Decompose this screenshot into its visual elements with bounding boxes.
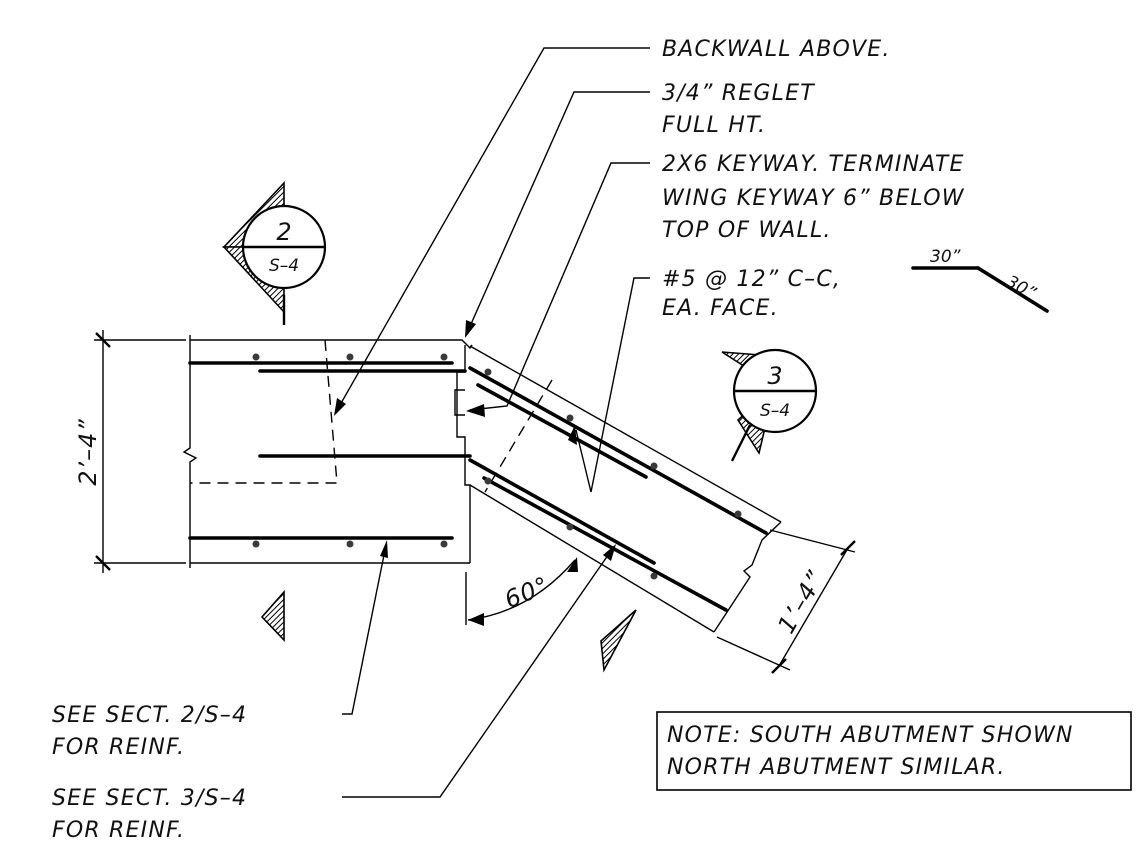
leaders [334, 47, 650, 798]
wall-top-face [190, 339, 473, 350]
dimension-wall-thickness-label: 2’–4” [74, 418, 102, 486]
callout-texts: BACKWALL ABOVE. 3/4” REGLET FULL HT. 2X6… [52, 37, 965, 843]
bend-label-1: 30” [930, 247, 961, 267]
section-3-cut-arrow [600, 609, 637, 673]
leader-keyway [469, 162, 650, 411]
section-marker-2-number: 2 [276, 218, 291, 246]
callout-reglet-line1: 3/4” REGLET [662, 81, 815, 106]
rebar-dot [440, 353, 448, 361]
angle-label: 60° [501, 571, 554, 614]
callout-reglet-line2: FULL HT. [662, 113, 766, 138]
callout-rebar-line1: #5 @ 12” C–C, [662, 267, 841, 292]
rebar-dot [346, 540, 354, 548]
callout-sect2-line2: FOR REINF. [52, 735, 185, 760]
callout-keyway-line2: WING KEYWAY 6” BELOW [662, 186, 965, 211]
note-line-1: NOTE: SOUTH ABUTMENT SHOWN [667, 723, 1074, 748]
section-marker-2: 2 S–4 [222, 180, 327, 642]
rebar-dot [440, 540, 448, 548]
wing-break-line [713, 521, 782, 633]
callout-sect3-line2: FOR REINF. [52, 818, 185, 843]
rebar-dot [484, 368, 492, 376]
dimension-wing-thickness: 1’–4” [716, 529, 856, 674]
rebar-wing-bot-2 [482, 476, 728, 612]
rebar-dot [252, 353, 260, 361]
leader-reglet [466, 91, 650, 334]
wing-face-lower [469, 484, 715, 633]
leader-sect3 [342, 547, 614, 798]
callout-keyway-line3: TOP OF WALL. [662, 218, 832, 243]
wall-end-face [456, 345, 471, 563]
rebar-dot [346, 353, 354, 361]
dimension-angle: 60° [465, 557, 578, 626]
rebar-dot [566, 414, 574, 422]
leader-sect2 [342, 544, 387, 715]
rebar-wing-bot-1 [468, 458, 656, 565]
bend-label-2: 30” [1003, 272, 1039, 304]
callout-sect2-line1: SEE SECT. 2/S–4 [52, 703, 247, 728]
section-2-cut-arrow [260, 589, 285, 642]
rebar-dot [566, 523, 574, 531]
wing-wall [469, 345, 782, 633]
note-box: NOTE: SOUTH ABUTMENT SHOWN NORTH ABUTMEN… [656, 711, 1132, 791]
callout-backwall: BACKWALL ABOVE. [662, 37, 891, 62]
dimension-wing-thickness-label: 1’–4” [772, 566, 830, 639]
rebar-dot [734, 510, 742, 518]
rebar-wing-top-2 [476, 383, 648, 479]
leader-backwall [335, 47, 650, 413]
rebar-bend-detail: 30” 30” [911, 247, 1049, 313]
keyway-notch [454, 389, 465, 416]
wing-top-face [469, 345, 782, 523]
section-marker-2-sheet: S–4 [269, 256, 299, 276]
backwall-dashed-outline [190, 339, 338, 484]
rebar-dot [650, 572, 658, 580]
leader-rebar [575, 277, 650, 493]
rebar-dot [650, 462, 658, 470]
reinforcement [188, 353, 768, 612]
wall-break-line [182, 335, 198, 568]
section-marker-3-sheet: S–4 [760, 401, 790, 421]
rebar-dots [252, 353, 742, 580]
rebar-dot [484, 477, 492, 485]
rebar-wing-top-1 [468, 366, 768, 535]
rebar-dot [252, 540, 260, 548]
section-marker-3-number: 3 [767, 362, 782, 390]
callout-rebar-line2: EA. FACE. [662, 296, 779, 321]
section-marker-3: 3 S–4 [600, 348, 818, 673]
callout-keyway-line1: 2X6 KEYWAY. TERMINATE [662, 152, 965, 177]
note-line-2: NORTH ABUTMENT SIMILAR. [667, 755, 1006, 780]
dimension-wall-thickness: 2’–4” [74, 330, 186, 573]
callout-sect3-line1: SEE SECT. 3/S–4 [52, 786, 247, 811]
